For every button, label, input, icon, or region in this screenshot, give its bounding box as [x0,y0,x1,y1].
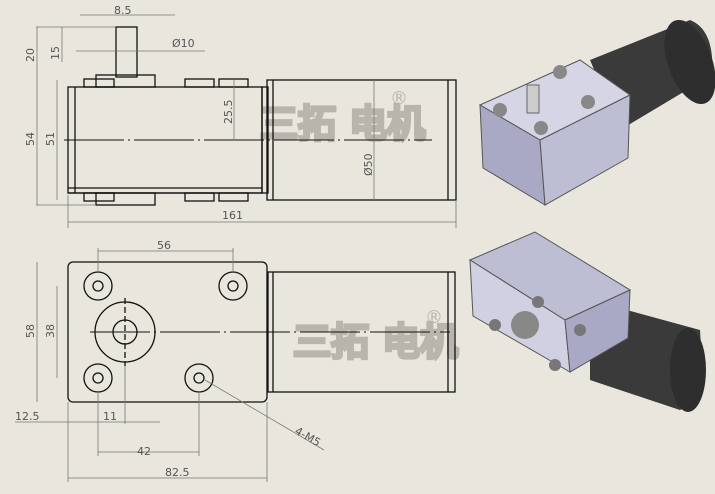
dim-shaft-offset: 8.5 [114,4,132,17]
dim-half-height: 25.5 [222,100,235,125]
dim-motor-diameter: Ø50 [362,153,375,176]
dim-total-length: 161 [222,209,243,222]
registered-mark: ® [390,88,408,109]
watermark-bottom: 三拓 电机 ® [292,307,460,366]
motor-3d-bottom [468,231,706,412]
watermark-text: 三拓 电机 [293,320,458,364]
dim-hole-span-bottom: 42 [137,445,151,458]
dim-plate-width: 82.5 [165,466,190,479]
dim-offset-12-5: 12.5 [15,410,40,423]
dim-height-54: 54 [24,132,37,146]
registered-mark: ® [425,307,443,328]
dim-thread-callout: 4-M5 [293,424,323,449]
dim-height-15: 15 [49,46,62,60]
dim-height-51: 51 [44,132,57,146]
dim-plate-height: 58 [24,324,37,338]
motor-3d-top [478,19,715,206]
dim-offset-11: 11 [103,410,117,423]
dim-hole-span-top: 56 [157,239,171,252]
top-view: 8.5 Ø10 20 15 54 51 25.5 Ø50 161 [24,4,457,228]
dim-shaft-diameter: Ø10 [172,37,195,50]
dim-height-20: 20 [24,48,37,62]
watermark-top: 三拓 电机 ® [259,88,427,148]
dim-hole-span-vertical: 38 [44,324,57,338]
